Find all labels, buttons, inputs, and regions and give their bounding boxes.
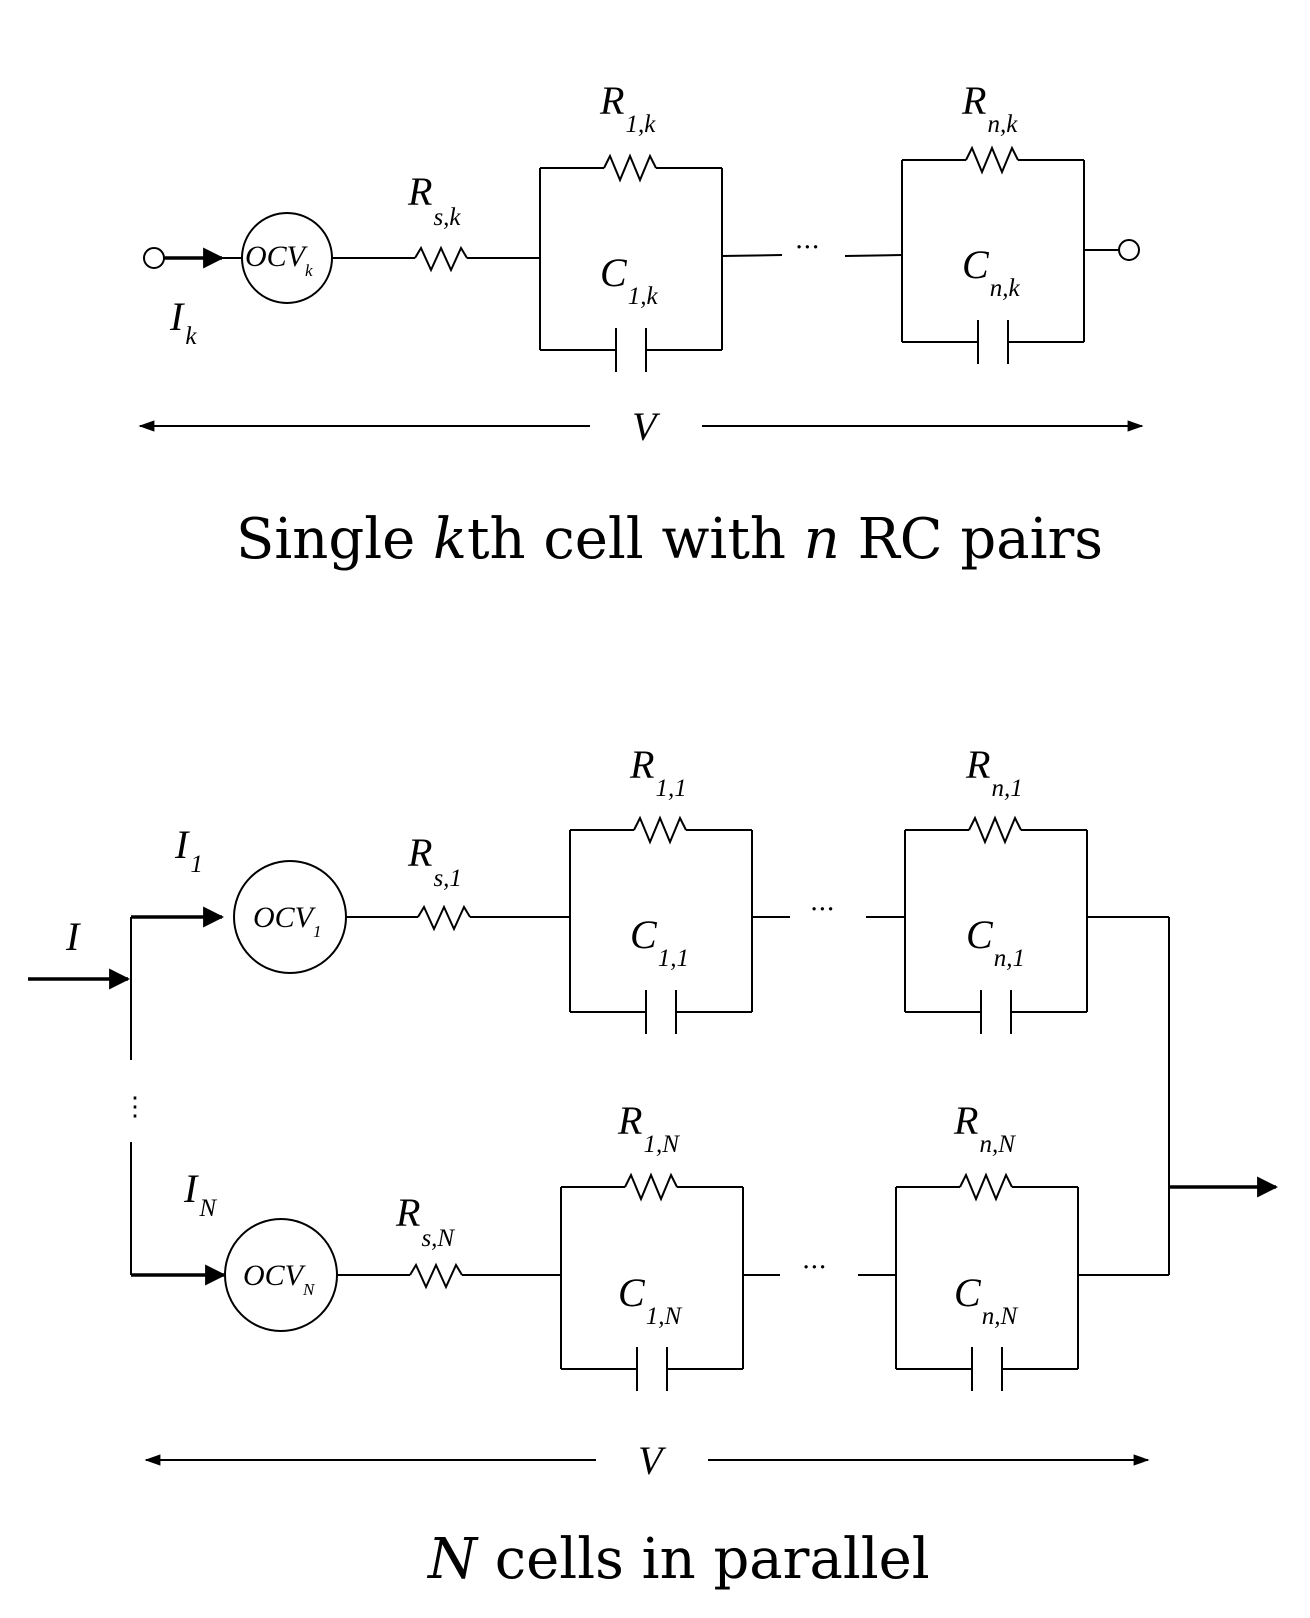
- vertical-ellipsis: ⋮: [122, 1092, 148, 1122]
- left-terminal: [143, 247, 165, 269]
- branch-1-ellipsis: ···: [810, 895, 835, 925]
- branch-1-capacitor-n-label: Cn,1: [966, 912, 1025, 972]
- branch-n-resistor-1-label: R1,N: [617, 1098, 680, 1158]
- bottom-caption: N cells in parallel: [426, 1527, 930, 1592]
- right-terminal: [1118, 239, 1140, 261]
- rc-pair-1: R1,k C1,k: [539, 78, 723, 372]
- branch-n-series-resistor-label: Rs,N: [395, 1190, 455, 1252]
- branch-1: I1 OCV1 Rs,1 R1,1: [131, 742, 1169, 1034]
- branch-1-resistor-1: [633, 815, 687, 845]
- branch-n-ellipsis: ···: [802, 1253, 827, 1283]
- ellipsis: ···: [795, 233, 820, 263]
- input-current-label: I: [65, 914, 81, 959]
- branch-n-current-label: IN: [183, 1166, 217, 1222]
- voltage-label: V: [632, 404, 661, 449]
- parallel-cells-circuit: I ⋮ I1 OCV1 Rs,1: [28, 742, 1279, 1592]
- branch-n-resistor-1: [624, 1172, 678, 1202]
- resistor-1-label: R1,k: [599, 78, 656, 138]
- ocv-label: OCVk: [245, 240, 313, 280]
- branch-n: IN OCVN Rs,N R1,N: [131, 1098, 1169, 1391]
- rc-pair-n: Rn,k Cn,k: [901, 78, 1085, 364]
- wire: [844, 254, 903, 257]
- series-resistor-label: Rs,k: [407, 169, 461, 231]
- voltage-label: V: [638, 1438, 667, 1483]
- branch-n-capacitor-n-label: Cn,N: [954, 1270, 1018, 1330]
- branch-n-capacitor-1-label: C1,N: [618, 1270, 682, 1330]
- branch-n-resistor-n: [959, 1172, 1013, 1202]
- top-caption: Single kth cell with n RC pairs: [236, 507, 1103, 572]
- branch-n-ocv-label: OCVN: [243, 1259, 316, 1299]
- branch-1-resistor-n: [968, 815, 1022, 845]
- branch-1-series-resistor: [417, 904, 471, 932]
- series-resistor: [414, 245, 468, 273]
- branch-n-resistor-n-label: Rn,N: [953, 1098, 1016, 1158]
- branch-1-resistor-n-label: Rn,1: [965, 742, 1023, 802]
- capacitor-1-label: C1,k: [600, 250, 658, 310]
- single-cell-circuit: Ik OCVk Rs,k R1,k: [138, 78, 1144, 572]
- branch-1-ocv-label: OCV1: [253, 901, 322, 941]
- capacitor-n-label: Cn,k: [962, 242, 1020, 302]
- branch-1-capacitor-1-label: C1,1: [630, 912, 689, 972]
- resistor-n-label: Rn,k: [961, 78, 1018, 138]
- branch-1-resistor-1-label: R1,1: [629, 742, 687, 802]
- wire: [721, 254, 783, 257]
- branch-1-series-resistor-label: Rs,1: [407, 830, 462, 892]
- branch-1-current-label: I1: [174, 822, 203, 878]
- branch-n-series-resistor: [409, 1262, 463, 1290]
- resistor-n: [965, 145, 1019, 175]
- resistor-1: [603, 153, 657, 183]
- current-label: Ik: [169, 294, 197, 350]
